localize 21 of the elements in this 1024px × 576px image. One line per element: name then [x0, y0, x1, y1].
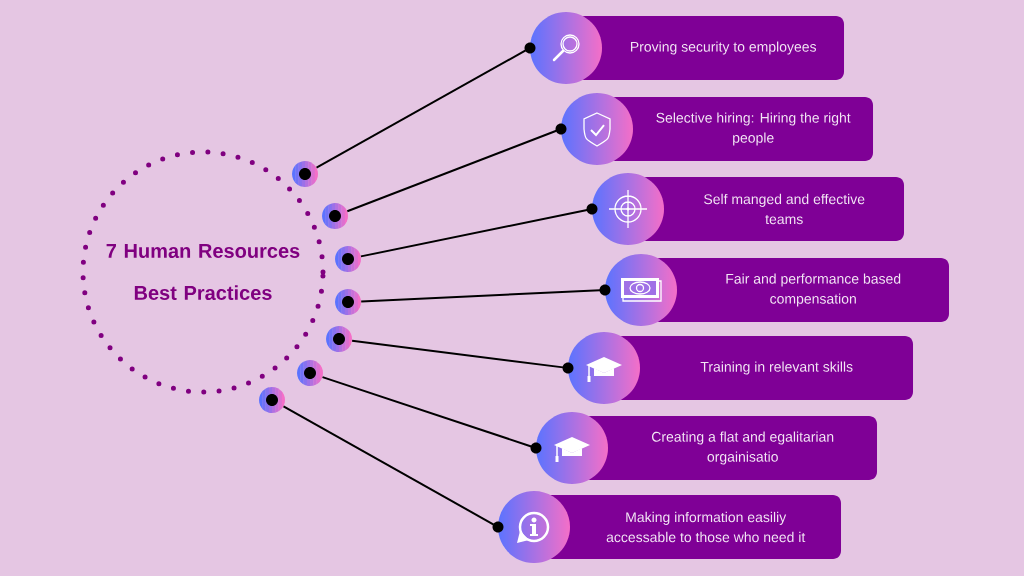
connector-line: [346, 129, 558, 213]
connector-line: [359, 209, 589, 258]
connector-line: [315, 49, 527, 169]
connector-line: [360, 289, 601, 303]
practice-box: Creating a flat and egalitarian orgainisatio: [530, 412, 877, 484]
practice-box: Making information easiliy accessable to those who need it: [492, 491, 841, 563]
connector-bubble: [322, 203, 348, 229]
practice-box: Training in relevant skills: [562, 332, 913, 404]
practice-box: Proving security to employees: [524, 12, 844, 84]
connector-bubble: [335, 246, 361, 272]
connector-bubble: [326, 326, 352, 352]
connector-line: [351, 339, 565, 369]
connector-line: [321, 376, 533, 448]
connector-bubble: [297, 360, 323, 386]
connector-bubble: [292, 161, 318, 187]
practice-box: Selective hiring: Hiring the right people: [555, 93, 873, 165]
practice-box: Fair and performance based compensation: [599, 254, 949, 326]
connector-bubble: [335, 289, 361, 315]
connector-bubble: [259, 387, 285, 413]
practice-box: Self manged and effective teams: [586, 173, 904, 245]
connector-line: [282, 405, 495, 526]
